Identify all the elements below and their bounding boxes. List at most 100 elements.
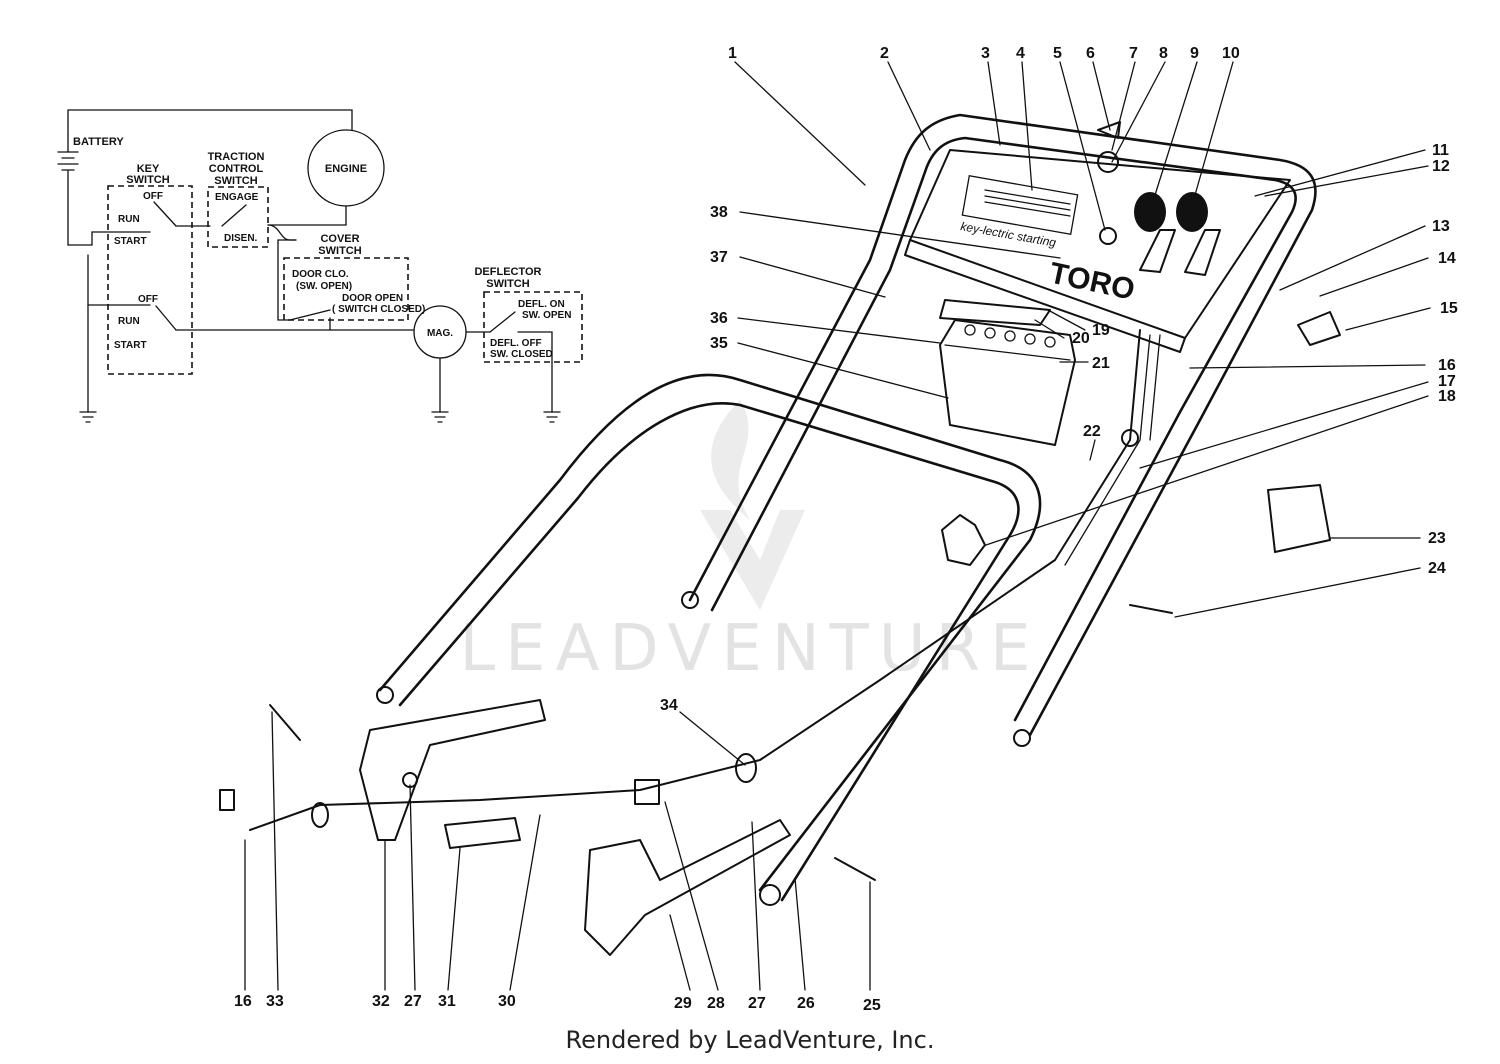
- traction-label-3: SWITCH: [214, 175, 257, 187]
- defl-on-2: SW. OPEN: [522, 310, 571, 321]
- ground-icon: [431, 411, 449, 423]
- callout-36: 36: [710, 310, 728, 327]
- key-run-bottom: RUN: [118, 316, 140, 327]
- connector-28: [634, 779, 660, 805]
- callout-31: 31: [438, 993, 456, 1010]
- callout-11: 11: [1432, 142, 1449, 159]
- callout-12: 12: [1432, 158, 1450, 175]
- bolt-33: [269, 704, 301, 741]
- deflector-label-1: DEFLECTOR: [474, 266, 541, 278]
- callout-4: 4: [1016, 45, 1025, 62]
- brand-logo: TORO: [1047, 257, 1138, 307]
- footer-credit: Rendered by LeadVenture, Inc.: [565, 1026, 935, 1054]
- key-switch-icon: [1097, 151, 1119, 173]
- callout-34: 34: [660, 697, 678, 714]
- wiring-schematic: BATTERY ENGINE KEY SWITCH OFF RUN START …: [57, 109, 583, 423]
- callout-32: 32: [372, 993, 390, 1010]
- callout-15: 15: [1440, 300, 1458, 317]
- bolt-25: [834, 857, 876, 881]
- callout-16: 16: [1438, 357, 1456, 374]
- clip-31: [444, 817, 521, 849]
- callout-29: 29: [674, 995, 692, 1012]
- callout-20: 20: [1072, 330, 1090, 347]
- throttle-knob: [1134, 192, 1166, 232]
- callout-3: 3: [981, 45, 990, 62]
- key-off-bottom: OFF: [138, 294, 158, 305]
- key-start-bottom: START: [114, 340, 147, 351]
- key-start-top: START: [114, 236, 147, 247]
- door-open-1: DOOR OPEN: [342, 293, 403, 304]
- leader-lines: [244, 61, 1431, 991]
- door-closed-2: (SW. OPEN): [296, 281, 352, 292]
- disengage-label: DISEN.: [224, 233, 258, 244]
- ground-icon: [543, 411, 561, 423]
- callout-7: 7: [1129, 45, 1138, 62]
- callout-27: 27: [748, 995, 766, 1012]
- choke-knob: [1176, 192, 1208, 232]
- callout-23: 23: [1428, 530, 1446, 547]
- deflector-label-2: SWITCH: [486, 278, 529, 290]
- light-icon: [1099, 227, 1117, 245]
- deflector-switch-box: [483, 291, 583, 363]
- callout-14: 14: [1438, 250, 1456, 267]
- callout-26: 26: [797, 995, 815, 1012]
- defl-off-1: DEFL. OFF: [490, 338, 542, 349]
- callout-5: 5: [1053, 45, 1062, 62]
- magneto-label: MAG.: [427, 328, 453, 339]
- battery-cells: [964, 324, 1056, 348]
- callout-1: 1: [728, 45, 737, 62]
- battery-label: BATTERY: [73, 136, 124, 148]
- traction-label-2: CONTROL: [209, 163, 264, 175]
- callout-35: 35: [710, 335, 728, 352]
- callout-8: 8: [1159, 45, 1168, 62]
- defl-on-1: DEFL. ON: [518, 299, 565, 310]
- watermark: LEADVENTURE: [460, 400, 1041, 686]
- watermark-text: LEADVENTURE: [460, 612, 1041, 686]
- control-panel: [909, 149, 1291, 339]
- ground-icon: [79, 411, 97, 423]
- door-closed-1: DOOR CLO.: [292, 269, 349, 280]
- engine-label: ENGINE: [325, 163, 367, 175]
- bracket-29: [584, 819, 791, 956]
- callout-38: 38: [710, 204, 728, 221]
- traction-switch-box: [207, 186, 269, 248]
- switch-15: [1297, 311, 1341, 346]
- callout-2: 2: [880, 45, 889, 62]
- defl-off-2: SW. CLOSED: [490, 349, 553, 360]
- key-switch-label-1: KEY: [137, 163, 160, 175]
- battery-icon: [57, 134, 79, 246]
- callout-21: 21: [1092, 355, 1110, 372]
- callout-28: 28: [707, 995, 725, 1012]
- callout-17: 17: [1438, 373, 1456, 390]
- callout-9: 9: [1190, 45, 1199, 62]
- callout-19: 19: [1092, 322, 1110, 339]
- callout-22: 22: [1083, 423, 1101, 440]
- callout-10: 10: [1222, 45, 1240, 62]
- key-run-top: RUN: [118, 214, 140, 225]
- callout-numbers: 1 2 3 4 5 6 7 8 9 10 11 12 13 14 15 16 1…: [234, 45, 1458, 1014]
- traction-label-1: TRACTION: [208, 151, 265, 163]
- callout-37: 37: [710, 249, 728, 266]
- door-open-2: ( SWITCH CLOSED): [332, 304, 425, 315]
- callout-25: 25: [863, 997, 881, 1014]
- callout-24: 24: [1428, 560, 1446, 577]
- cover-switch-box: [283, 257, 409, 321]
- key-switch-label-2: SWITCH: [126, 174, 169, 186]
- battery-box: [939, 319, 1076, 446]
- key-off-top: OFF: [143, 191, 163, 202]
- callout-6: 6: [1086, 45, 1095, 62]
- callout-13: 13: [1432, 218, 1450, 235]
- callout-30: 30: [498, 993, 516, 1010]
- bracket-32: [359, 699, 546, 841]
- engage-label: ENGAGE: [215, 192, 259, 203]
- key-switch-box: [107, 185, 193, 375]
- cover-label-2: SWITCH: [318, 245, 361, 257]
- callout-27-left: 27: [404, 993, 422, 1010]
- knob-18: [941, 514, 986, 566]
- callout-16-lower: 16: [234, 993, 252, 1010]
- relay-23: [1267, 484, 1331, 553]
- decal-lines: [984, 189, 1071, 217]
- callout-33: 33: [266, 993, 284, 1010]
- callout-18: 18: [1438, 388, 1456, 405]
